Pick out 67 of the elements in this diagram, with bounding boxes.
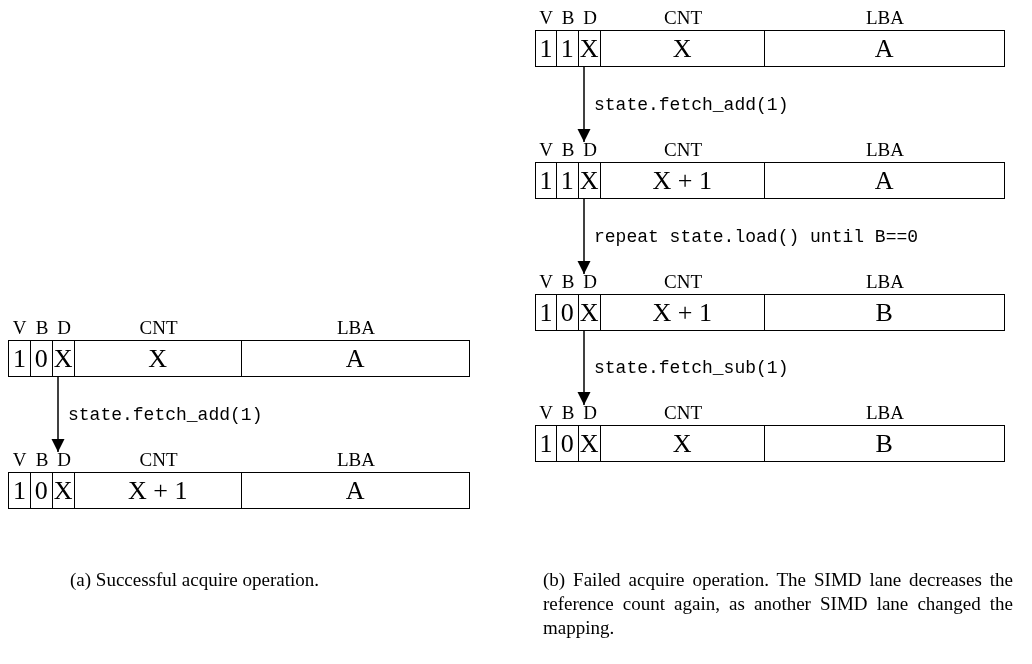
field-value: A bbox=[763, 30, 1005, 67]
field-header: CNT bbox=[138, 450, 179, 470]
field-value: A bbox=[240, 340, 470, 377]
field-value: 1 bbox=[8, 472, 31, 509]
field-header: V bbox=[11, 318, 28, 338]
field-value: 1 bbox=[535, 425, 557, 462]
field-header: CNT bbox=[138, 318, 179, 338]
field-value: X bbox=[73, 340, 242, 377]
field-header: V bbox=[538, 8, 554, 28]
caption: (a) Successful acquire operation. bbox=[70, 568, 320, 592]
field-header: D bbox=[582, 403, 598, 423]
field-header: V bbox=[538, 272, 554, 292]
field-value: 1 bbox=[555, 162, 579, 199]
field-header: LBA bbox=[865, 403, 905, 423]
field-value: X + 1 bbox=[73, 472, 242, 509]
field-value: B bbox=[763, 425, 1005, 462]
field-header: B bbox=[560, 140, 576, 160]
field-value: X bbox=[51, 340, 75, 377]
field-header: LBA bbox=[865, 272, 905, 292]
arrow bbox=[577, 330, 591, 406]
field-value: 0 bbox=[555, 294, 579, 331]
field-header: CNT bbox=[663, 403, 703, 423]
field-value: 1 bbox=[555, 30, 579, 67]
field-value: 1 bbox=[8, 340, 31, 377]
field-header: B bbox=[34, 450, 50, 470]
field-value: 1 bbox=[535, 30, 557, 67]
field-header: D bbox=[56, 450, 72, 470]
field-header: B bbox=[34, 318, 50, 338]
field-header: LBA bbox=[865, 140, 905, 160]
field-value: A bbox=[240, 472, 470, 509]
field-header: CNT bbox=[663, 272, 703, 292]
field-header: CNT bbox=[663, 8, 703, 28]
field-value: X bbox=[577, 162, 601, 199]
field-value: X bbox=[599, 30, 765, 67]
field-header: V bbox=[538, 403, 554, 423]
field-header: V bbox=[538, 140, 554, 160]
field-header: D bbox=[582, 8, 598, 28]
field-value: 0 bbox=[29, 472, 53, 509]
field-value: X bbox=[51, 472, 75, 509]
field-value: 0 bbox=[555, 425, 579, 462]
field-header: LBA bbox=[865, 8, 905, 28]
arrow bbox=[51, 376, 65, 453]
field-header: LBA bbox=[336, 318, 376, 338]
field-header: LBA bbox=[336, 450, 376, 470]
arrow bbox=[577, 66, 591, 143]
field-value: X + 1 bbox=[599, 162, 765, 199]
field-header: D bbox=[582, 140, 598, 160]
field-value: 1 bbox=[535, 294, 557, 331]
field-value: 0 bbox=[29, 340, 53, 377]
arrow bbox=[577, 198, 591, 275]
field-header: V bbox=[11, 450, 28, 470]
field-header: B bbox=[560, 272, 576, 292]
field-header: CNT bbox=[663, 140, 703, 160]
field-header: B bbox=[560, 403, 576, 423]
field-value: X bbox=[577, 294, 601, 331]
field-value: X bbox=[577, 30, 601, 67]
field-value: X bbox=[599, 425, 765, 462]
field-value: X bbox=[577, 425, 601, 462]
field-header: D bbox=[56, 318, 72, 338]
field-value: A bbox=[763, 162, 1005, 199]
field-value: B bbox=[763, 294, 1005, 331]
field-value: X + 1 bbox=[599, 294, 765, 331]
field-value: 1 bbox=[535, 162, 557, 199]
field-header: B bbox=[560, 8, 576, 28]
edge-label: state.fetch_sub(1) bbox=[594, 357, 789, 379]
field-header: D bbox=[582, 272, 598, 292]
caption: (b) Failed acquire operation. The SIMD lane decreases the reference count again, as another SIMD lane changed the mapping. bbox=[543, 568, 1013, 640]
